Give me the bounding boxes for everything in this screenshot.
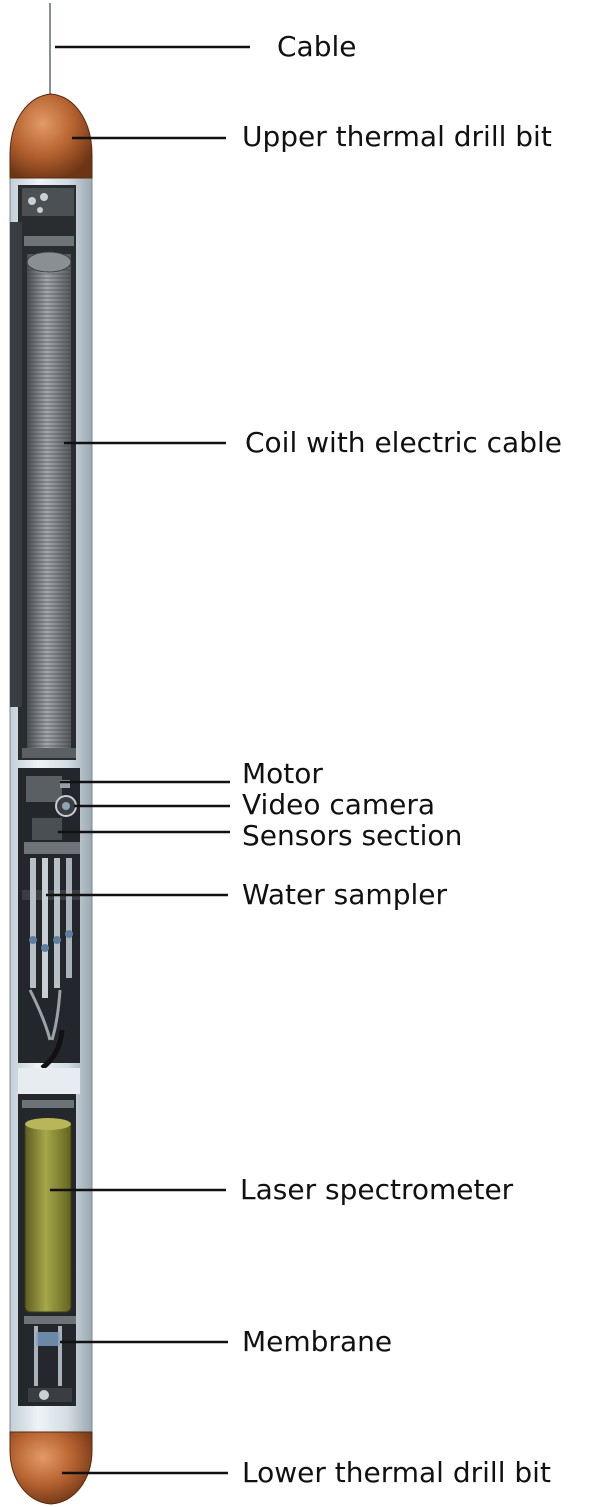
- label-coil: Coil with electric cable: [245, 426, 562, 459]
- sensors-block: [32, 818, 62, 840]
- sampler-valve: [65, 930, 73, 938]
- coil-windings: [27, 254, 71, 750]
- label-motor: Motor: [242, 757, 323, 790]
- membrane-disc: [24, 1316, 76, 1324]
- plate-hole: [40, 193, 48, 201]
- spectrometer-disc: [22, 1100, 74, 1108]
- camera-lens: [62, 802, 70, 810]
- label-sensors: Sensors section: [242, 819, 463, 852]
- membrane-rod: [58, 1326, 62, 1386]
- lower-drill-bit: [9, 1431, 93, 1505]
- bottom-plate: [28, 1388, 72, 1402]
- coil-top-cap: [26, 251, 72, 273]
- label-video-camera: Video camera: [242, 788, 436, 821]
- label-membrane: Membrane: [242, 1325, 393, 1358]
- sampler-valve: [41, 944, 49, 952]
- sampler-tube: [42, 858, 48, 998]
- coil-dark-side: [10, 222, 22, 707]
- spectrometer-top: [25, 1118, 71, 1130]
- sampler-tube: [66, 858, 72, 978]
- membrane: [36, 1332, 60, 1346]
- sampler-tube: [30, 858, 36, 988]
- section-separator: [18, 1068, 80, 1094]
- plate-hole: [37, 207, 43, 213]
- sampler-tube: [54, 858, 60, 988]
- bottom-bolt: [39, 1390, 49, 1400]
- sampler-hose: [28, 989, 62, 1041]
- label-lower-drill-bit: Lower thermal drill bit: [242, 1456, 551, 1489]
- plate-hole: [28, 197, 36, 205]
- sensors-disc: [24, 842, 80, 854]
- membrane-rod: [34, 1326, 38, 1386]
- coil-disc-top: [24, 236, 74, 246]
- sampler-valve: [29, 936, 37, 944]
- motor-shaft: [60, 780, 70, 788]
- label-spectrometer: Laser spectrometer: [240, 1173, 514, 1206]
- sampler-valve: [53, 936, 61, 944]
- sampler-hose-dark: [40, 1029, 65, 1071]
- label-upper-drill-bit: Upper thermal drill bit: [242, 120, 552, 153]
- coil-disc-bottom: [22, 748, 76, 758]
- upper-drill-bit: [9, 93, 93, 179]
- laser-spectrometer: [24, 1121, 72, 1313]
- motor: [26, 776, 62, 802]
- label-water-sampler: Water sampler: [242, 878, 447, 911]
- leader-lines: [46, 45, 250, 1475]
- label-cable: Cable: [277, 30, 357, 63]
